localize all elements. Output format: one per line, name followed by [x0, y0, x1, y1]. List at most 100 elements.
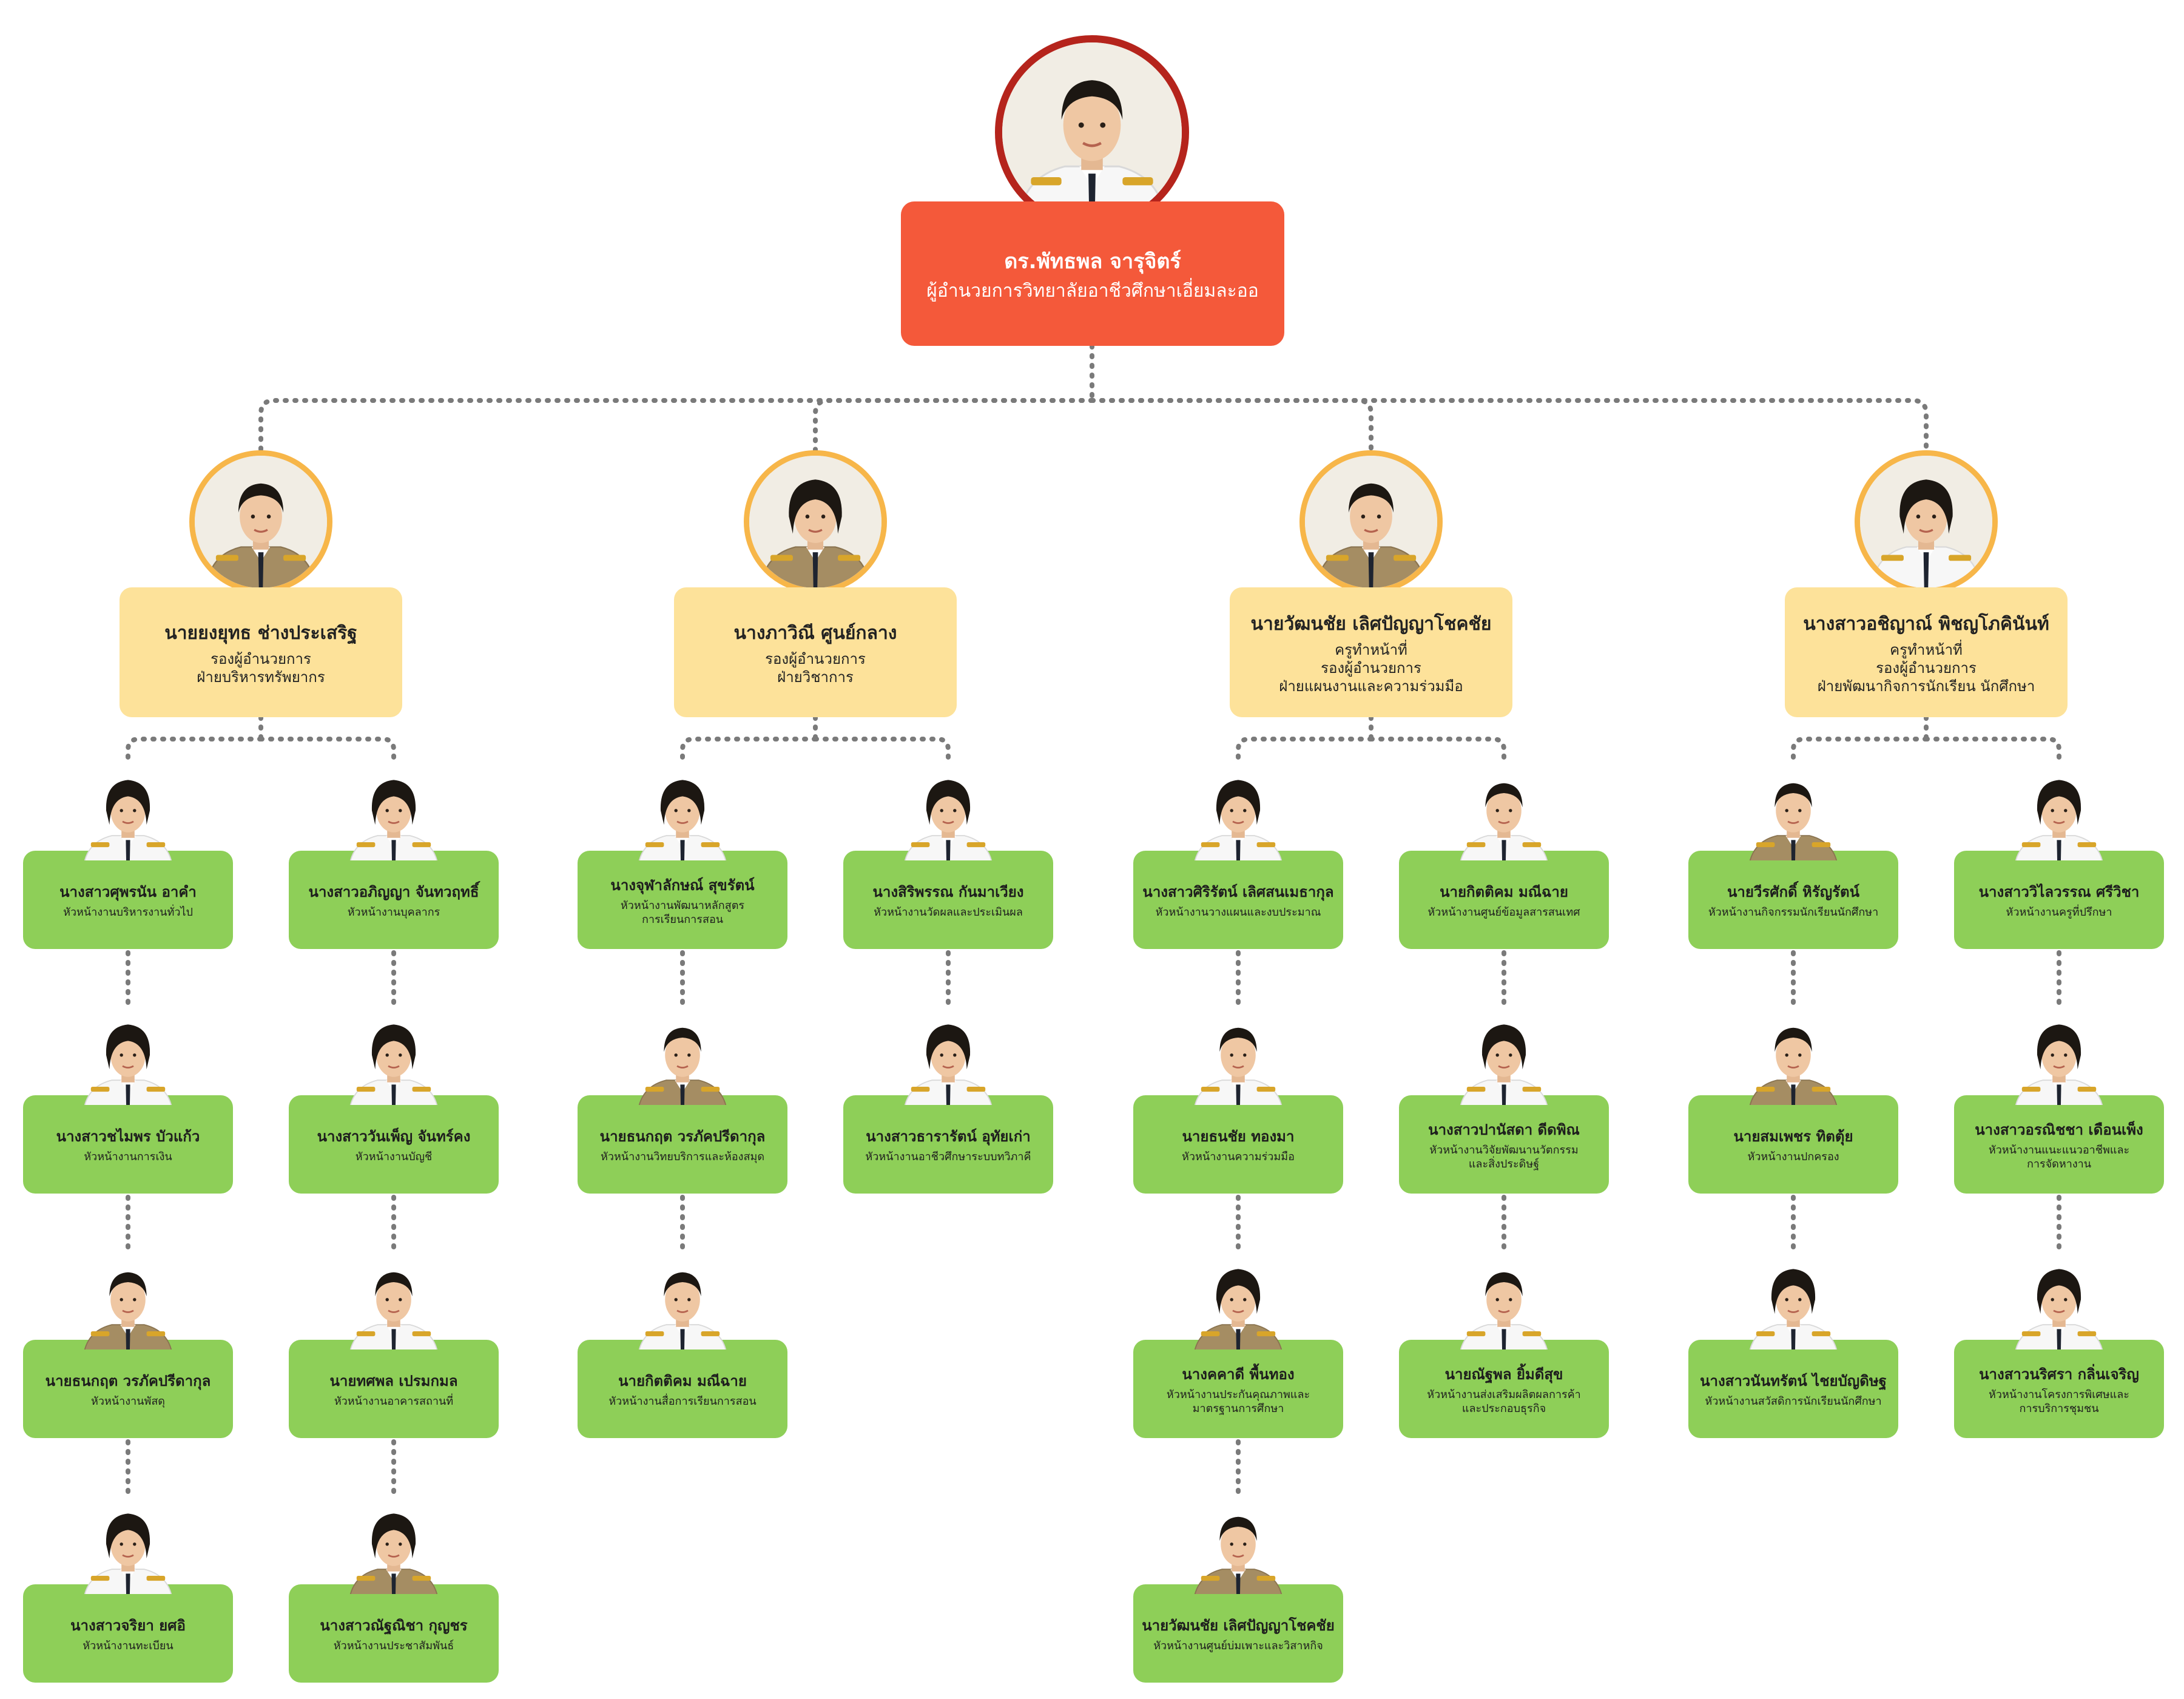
staff-box: นายกิตติคม มณีฉายหัวหน้างานศูนย์ข้อมูลสา…	[1399, 851, 1609, 949]
connector-line	[126, 737, 263, 766]
staff-box: นายธนกฤต วรภัคปรีดากุลหัวหน้างานวิทยบริก…	[578, 1095, 787, 1194]
person-role: ครูทำหน้าที่	[1890, 641, 1963, 658]
staff-photo	[1739, 769, 1848, 860]
person-role: การบริการชุมชน	[2019, 1402, 2099, 1415]
person-name: นางสาวณัฐณิชา กุญชร	[320, 1617, 468, 1635]
staff-box: นางจุฬาลักษณ์ สุขรัตน์หัวหน้างานพัฒนาหลั…	[578, 851, 787, 949]
person-name: นายสมเพชร ทิตตุ้ย	[1733, 1128, 1853, 1146]
person-role: หัวหน้างานความร่วมมือ	[1182, 1150, 1295, 1164]
person-role: และประกอบธุรกิจ	[1461, 1402, 1546, 1415]
staff-photo	[1184, 769, 1293, 860]
staff-photo	[339, 1258, 448, 1349]
connector-line	[258, 737, 396, 766]
connector-line	[1924, 737, 2061, 766]
staff-box: นางคคาดี พื้นทองหัวหน้างานประกันคุณภาพแล…	[1133, 1340, 1343, 1438]
person-role: การจัดหางาน	[2026, 1157, 2092, 1170]
person-name: นางสาวนริศรา กลิ่นเจริญ	[1979, 1366, 2139, 1383]
staff-box: นางสาวชไมพร บัวแก้วหัวหน้างานการเงิน	[23, 1095, 233, 1194]
person-name: นายธนชัย ทองมา	[1182, 1128, 1295, 1146]
person-name: นายวัฒนชัย เลิศปัญญาโชคชัย	[1250, 613, 1492, 635]
staff-photo	[339, 1014, 448, 1105]
person-role: การเรียนการสอน	[641, 913, 724, 926]
person-role: ผู้อำนวยการวิทยาลัยอาชีวศึกษาเอี่ยมละออ	[926, 280, 1259, 302]
person-name: นางสาวชไมพร บัวแก้ว	[56, 1128, 200, 1146]
person-name: นางสาวศุพรนัน อาคำ	[59, 883, 197, 901]
person-role: หัวหน้างานครูที่ปรึกษา	[2006, 906, 2112, 919]
deputy-photo	[1855, 450, 1998, 593]
person-name: นางภาวิณี ศูนย์กลาง	[733, 622, 897, 644]
staff-photo	[1449, 1258, 1559, 1349]
person-name: นางสิริพรรณ กันมาเวียง	[872, 883, 1024, 901]
staff-box: นายธนชัย ทองมาหัวหน้างานความร่วมมือ	[1133, 1095, 1343, 1194]
person-role: ฝ่ายวิชาการ	[777, 668, 854, 686]
person-role: หัวหน้างานอาชีวศึกษาระบบทวิภาคี	[865, 1150, 1031, 1164]
staff-photo	[2004, 769, 2114, 860]
person-role: หัวหน้างานประกันคุณภาพและ	[1166, 1388, 1310, 1401]
connector-line	[1236, 737, 1373, 766]
staff-photo	[2004, 1014, 2114, 1105]
staff-photo	[628, 1258, 737, 1349]
staff-box: นางสาววิไลวรรณ ศรีวิชาหัวหน้างานครูที่ปร…	[1954, 851, 2164, 949]
connector-line	[258, 398, 1094, 453]
person-role: หัวหน้างานวิจัยพัฒนานวัตกรรม	[1429, 1144, 1579, 1157]
connector-line	[1090, 398, 1373, 453]
person-role: หัวหน้างานวิทยบริการและห้องสมุด	[600, 1150, 765, 1164]
person-role: รองผู้อำนวยการ	[1876, 659, 1977, 677]
person-role: ฝ่ายพัฒนากิจการนักเรียน นักศึกษา	[1817, 677, 2035, 695]
person-role: รองผู้อำนวยการ	[1321, 659, 1421, 677]
staff-photo	[339, 1503, 448, 1594]
staff-box: นางสาวปานัสดา ดีดพิณหัวหน้างานวิจัยพัฒนา…	[1399, 1095, 1609, 1194]
deputy-photo	[744, 450, 887, 593]
person-name: นางสาวอชิญาณ์ พิชญโภคินันท์	[1803, 613, 2049, 635]
person-role: หัวหน้างานทะเบียน	[83, 1640, 174, 1653]
staff-photo	[1184, 1258, 1293, 1349]
staff-photo	[628, 769, 737, 860]
staff-box: นายกิตติคม มณีฉายหัวหน้างานสื่อการเรียนก…	[578, 1340, 787, 1438]
staff-photo	[339, 769, 448, 860]
staff-photo	[628, 1014, 737, 1105]
staff-box: นางสาวอรณิชชา เดือนเพ็งหัวหน้างานแนะแนวอ…	[1954, 1095, 2164, 1194]
deputy-box: นายวัฒนชัย เลิศปัญญาโชคชัยครูทำหน้าที่รอ…	[1230, 587, 1512, 717]
staff-box: นายวีรศักดิ์ หิรัญรัตน์หัวหน้างานกิจกรรม…	[1688, 851, 1898, 949]
person-name: นายวีรศักดิ์ หิรัญรัตน์	[1727, 883, 1860, 901]
person-role: หัวหน้างานบุคลากร	[347, 906, 440, 919]
person-name: นางสาววิไลวรรณ ศรีวิชา	[1978, 883, 2140, 901]
staff-box: นายณัฐพล ยิ้มดีสุขหัวหน้างานส่งเสริมผลิต…	[1399, 1340, 1609, 1438]
staff-photo	[894, 769, 1003, 860]
staff-photo	[1739, 1014, 1848, 1105]
connector-line	[680, 737, 818, 766]
person-role: ครูทำหน้าที่	[1335, 641, 1407, 658]
person-role: หัวหน้างานอาคารสถานที่	[334, 1395, 454, 1408]
person-role: หัวหน้างานวางแผนและงบประมาณ	[1155, 906, 1321, 919]
person-role: หัวหน้างานปกครอง	[1747, 1150, 1839, 1164]
connector-line	[813, 398, 1094, 453]
person-role: หัวหน้างานศูนย์บ่มเพาะและวิสาหกิจ	[1153, 1640, 1323, 1653]
staff-box: นางสาวศุพรนัน อาคำหัวหน้างานบริหารงานทั่…	[23, 851, 233, 949]
person-role: รองผู้อำนวยการ	[211, 650, 311, 667]
staff-box: นางสาวอภิญญา จันทวฤทธิ์หัวหน้างานบุคลากร	[289, 851, 499, 949]
connector-line	[1090, 398, 1929, 453]
person-name: นางสาวศิริรัตน์ เลิศสนเมธากุล	[1142, 883, 1334, 901]
person-role: หัวหน้างานพัฒนาหลักสูตร	[620, 899, 745, 912]
staff-box: นางสาวนันทรัตน์ ไชยบัญดิษฐหัวหน้างานสวัส…	[1688, 1340, 1898, 1438]
person-name: ดร.พัทธพล จารุจิตร์	[1004, 249, 1181, 274]
staff-box: นางสาววันเพ็ญ จันทร์คงหัวหน้างานบัญชี	[289, 1095, 499, 1194]
person-name: นางสาวจริยา ยศอิ	[70, 1617, 186, 1635]
person-name: นางสาวอรณิชชา เดือนเพ็ง	[1975, 1121, 2143, 1138]
person-name: นายธนกฤต วรภัคปรีดากุล	[599, 1128, 766, 1146]
person-name: นายณัฐพล ยิ้มดีสุข	[1444, 1366, 1563, 1383]
person-name: นายกิตติคม มณีฉาย	[1440, 883, 1568, 901]
person-name: นางคคาดี พื้นทอง	[1182, 1366, 1295, 1383]
director-photo	[995, 35, 1189, 229]
person-role: หัวหน้างานแนะแนวอาชีพและ	[1988, 1144, 2130, 1157]
person-name: นางจุฬาลักษณ์ สุขรัตน์	[610, 877, 755, 894]
staff-box: นายวัฒนชัย เลิศปัญญาโชคชัยหัวหน้างานศูนย…	[1133, 1584, 1343, 1683]
deputy-photo	[189, 450, 332, 593]
person-role: หัวหน้างานกิจกรรมนักเรียนนักศึกษา	[1708, 906, 1879, 919]
person-role: หัวหน้างานการเงิน	[84, 1150, 172, 1164]
staff-photo	[2004, 1258, 2114, 1349]
person-role: ฝ่ายบริหารทรัพยากร	[197, 668, 325, 686]
person-role: หัวหน้างานโครงการพิเศษและ	[1989, 1388, 2129, 1401]
connector-line	[1791, 737, 1929, 766]
